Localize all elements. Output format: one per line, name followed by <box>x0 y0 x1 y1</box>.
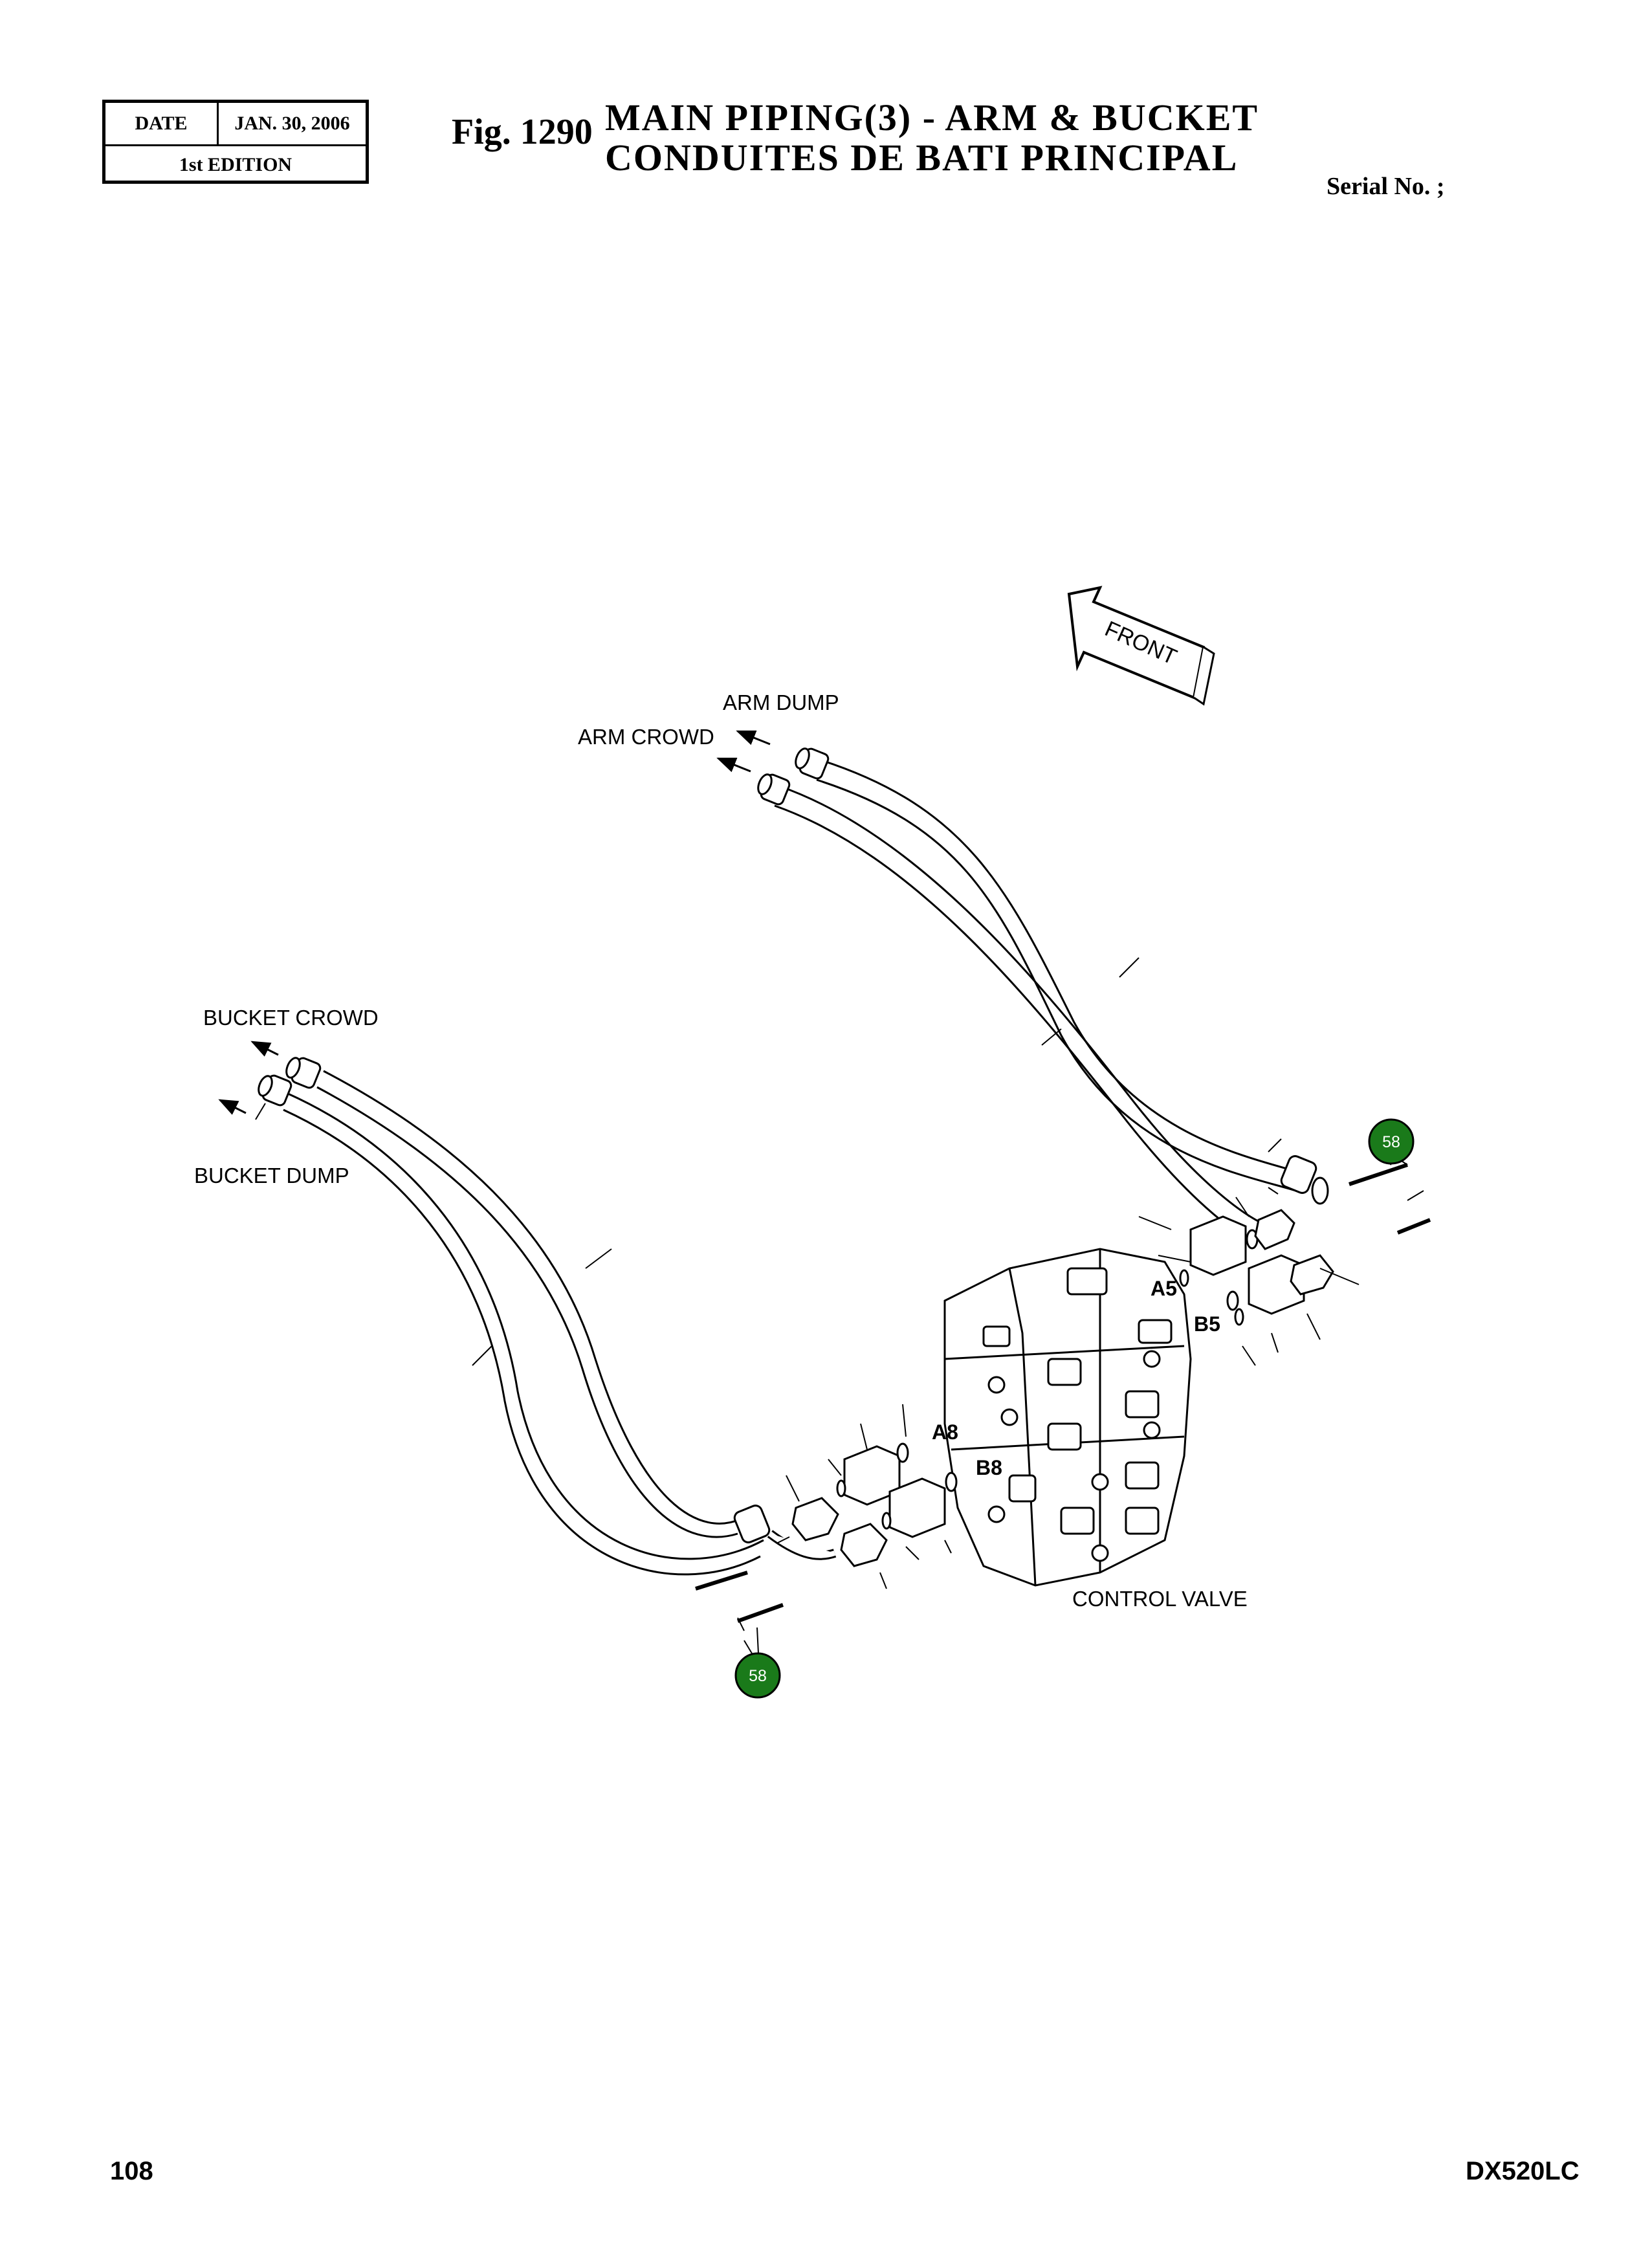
control-valve-body <box>943 1248 1192 1587</box>
callout-58-upper-text: 58 <box>1382 1133 1400 1151</box>
serial-number: Serial No. ; <box>1327 173 1445 200</box>
date-value: JAN. 30, 2006 <box>234 113 350 134</box>
figure-number: Fig. 1290 <box>452 112 593 152</box>
port-b5-label: B5 <box>1194 1312 1220 1336</box>
date-box: DATE JAN. 30, 2006 1st EDITION <box>102 100 369 184</box>
front-arrow-icon: FRONT <box>1067 586 1215 706</box>
title-english: MAIN PIPING(3) - ARM & BUCKET <box>605 96 1259 138</box>
edition-label: 1st EDITION <box>179 154 292 175</box>
bucket-crowd-label: BUCKET CROWD <box>203 1006 379 1030</box>
title-french: CONDUITES DE BATI PRINCIPAL <box>605 137 1239 179</box>
control-valve-label: CONTROL VALVE <box>1072 1587 1248 1611</box>
arm-hoses <box>774 759 1308 1241</box>
bucket-dump-label: BUCKET DUMP <box>194 1164 349 1187</box>
arm-crowd-label: ARM CROWD <box>578 725 714 749</box>
callout-58-lower-text: 58 <box>749 1667 767 1685</box>
lower-flange-assembly <box>695 1442 958 1623</box>
date-row: DATE JAN. 30, 2006 <box>105 103 366 146</box>
arm-hose-fittings <box>757 747 1329 1205</box>
port-a5-label: A5 <box>1151 1277 1177 1300</box>
lower-leader-lines <box>737 1404 952 1657</box>
callout-58-upper: 58 <box>1368 1118 1415 1165</box>
port-b8-label: B8 <box>976 1456 1002 1479</box>
port-a8-label: A8 <box>932 1420 958 1444</box>
upper-flange-assembly <box>1179 1163 1431 1326</box>
date-label: DATE <box>105 103 219 144</box>
page-number: 108 <box>110 2157 153 2185</box>
model-name: DX520LC <box>1466 2157 1580 2185</box>
bucket-hoses <box>283 1070 764 1576</box>
callout-58-lower: 58 <box>734 1627 781 1699</box>
bucket-hose-fittings <box>258 1057 837 1560</box>
arm-dump-label: ARM DUMP <box>723 690 839 714</box>
